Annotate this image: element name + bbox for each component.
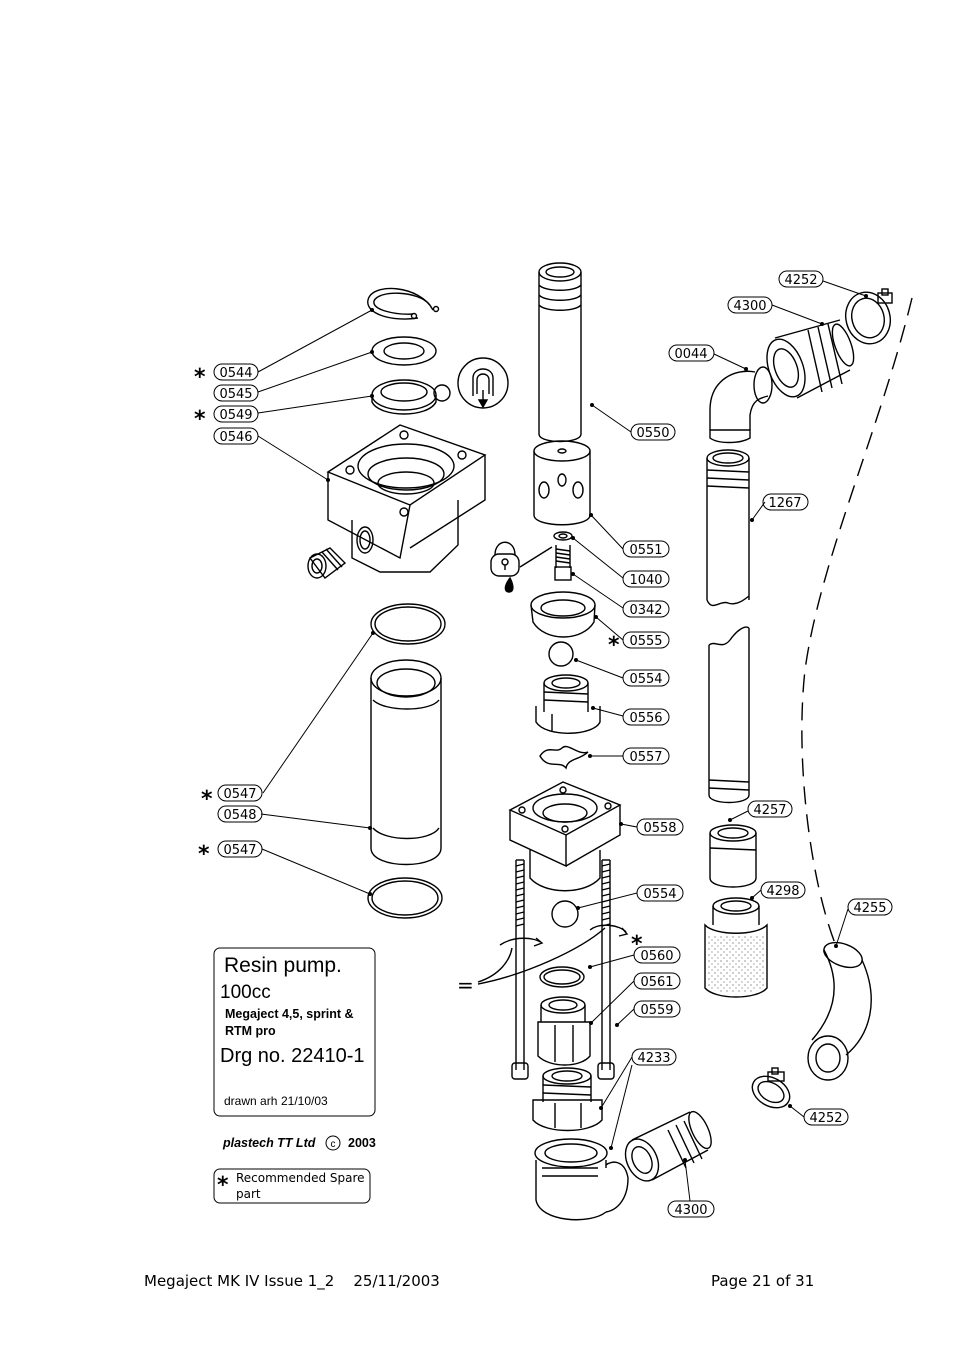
part-label-0044: 0044 [674, 347, 707, 362]
side-fitting [307, 547, 347, 579]
hose-tail-4300-bottom [624, 1110, 712, 1182]
part-label-0547-top: 0547 [223, 787, 256, 802]
adaptor-4233 [532, 1067, 603, 1132]
part-label-4255: 4255 [853, 901, 886, 916]
copyright-circle [325, 1135, 341, 1151]
seal-0549 [371, 379, 451, 415]
part-label-0556: 0556 [629, 711, 662, 726]
part-label-0559: 0559 [640, 1003, 673, 1018]
title-block-models-2: RTM pro [225, 1024, 276, 1038]
spare-star-0549: * [194, 407, 206, 432]
circlip-0544 [367, 287, 440, 320]
socket-4257 [709, 824, 757, 888]
o-ring-0560 [539, 966, 585, 988]
title-block-drawn-by: drawn arh [224, 1094, 277, 1108]
legend-text-line2: part [236, 1187, 261, 1201]
part-label-4252-bottom: 4252 [809, 1111, 842, 1126]
droplet-icon [504, 576, 514, 593]
part-label-0551: 0551 [629, 543, 662, 558]
part-label-0560: 0560 [640, 949, 673, 964]
part-label-0554-top: 0554 [629, 672, 662, 687]
part-label-4300-bottom: 4300 [674, 1203, 707, 1218]
part-label-0561: 0561 [640, 975, 673, 990]
o-ring-0547-top [370, 603, 446, 645]
leader-dots [326, 294, 868, 1162]
footer-page-number: Page 21 of 31 [711, 1272, 815, 1290]
part-label-1267: 1267 [768, 496, 801, 511]
hose-route-dashed-line [801, 297, 913, 947]
part-label-1040: 1040 [629, 573, 662, 588]
spare-star-0560: * [631, 932, 643, 957]
elbow-0044 [709, 366, 773, 444]
title-block-box [213, 947, 376, 1117]
copyright-symbol: c [331, 1139, 336, 1150]
spare-star-0547-bottom: * [198, 842, 210, 867]
piston-0551 [533, 440, 591, 526]
part-label-0548: 0548 [223, 808, 256, 823]
hose-4255 [807, 941, 872, 1081]
tie-rod-left [511, 859, 529, 1080]
title-block-models-1: Megaject 4,5, sprint & [225, 1007, 354, 1021]
ball-0554-bottom [551, 900, 579, 928]
washer-0545 [371, 336, 437, 366]
o-ring-0547-bottom [367, 877, 443, 919]
leader-lines [257, 280, 867, 1202]
rotation-arrows [477, 924, 629, 985]
part-tag-boxes [213, 270, 893, 1218]
part-label-4257: 4257 [753, 803, 786, 818]
strainer-4298 [704, 897, 768, 998]
cylinder-0548 [370, 659, 442, 866]
spare-star-0555: * [608, 633, 620, 658]
part-label-4300-top: 4300 [733, 299, 766, 314]
tie-rod-right [597, 859, 615, 1080]
part-label-0547-bottom: 0547 [223, 843, 256, 858]
hose-clip-4252-bottom [751, 1067, 791, 1109]
seal-0555 [530, 591, 596, 638]
title-block-drawing-number: Drg no. 22410-1 [220, 1045, 365, 1067]
company-name: plastech TT Ltd [222, 1136, 316, 1150]
part-label-0550: 0550 [636, 426, 669, 441]
part-label-4252-top: 4252 [784, 273, 817, 288]
fitting-0561 [537, 996, 591, 1066]
base-block-0558 [508, 781, 622, 892]
part-label-0555: 0555 [629, 634, 662, 649]
spring-0557 [539, 745, 589, 770]
hose-tail-4300-top [766, 319, 855, 399]
legend-text-line1: Recommended Spare [236, 1171, 365, 1185]
title-block-drawn-date: 21/10/03 [281, 1094, 328, 1108]
part-label-0554-bottom: 0554 [643, 887, 676, 902]
title-block-capacity: 100cc [220, 982, 271, 1003]
part-label-0546: 0546 [219, 430, 252, 445]
pipe-1267-lower [708, 626, 750, 804]
elbow-bottom [534, 1138, 629, 1221]
pump-head-0546 [326, 424, 487, 573]
screw-0342 [554, 545, 572, 581]
part-label-0545: 0545 [219, 387, 252, 402]
legend-box [213, 1168, 371, 1204]
hose-clip-4252-top [845, 288, 893, 345]
part-label-0342: 0342 [629, 603, 662, 618]
spare-star-0547-top: * [201, 787, 213, 812]
washer-1040 [553, 531, 573, 541]
company-year: 2003 [348, 1136, 376, 1150]
equals-symbol: = [457, 973, 474, 997]
part-label-0558: 0558 [643, 821, 676, 836]
valve-seat-0556 [535, 674, 601, 734]
spare-star-0544: * [194, 365, 206, 390]
tube-0550 [538, 262, 582, 443]
part-label-4298: 4298 [766, 884, 799, 899]
pipe-1267-upper [706, 449, 750, 607]
part-label-0544: 0544 [219, 366, 252, 381]
ball-0554-top [548, 641, 574, 667]
footer-issue-date: Megaject MK IV Issue 1_2 25/11/2003 [144, 1272, 440, 1290]
legend-star: * [217, 1173, 229, 1198]
part-label-0557: 0557 [629, 750, 662, 765]
orientation-arrow-icon [457, 357, 509, 409]
threadlock-icon [490, 541, 553, 577]
part-label-4233: 4233 [637, 1051, 670, 1066]
part-label-0549: 0549 [219, 408, 252, 423]
title-block-title: Resin pump. [224, 954, 342, 977]
